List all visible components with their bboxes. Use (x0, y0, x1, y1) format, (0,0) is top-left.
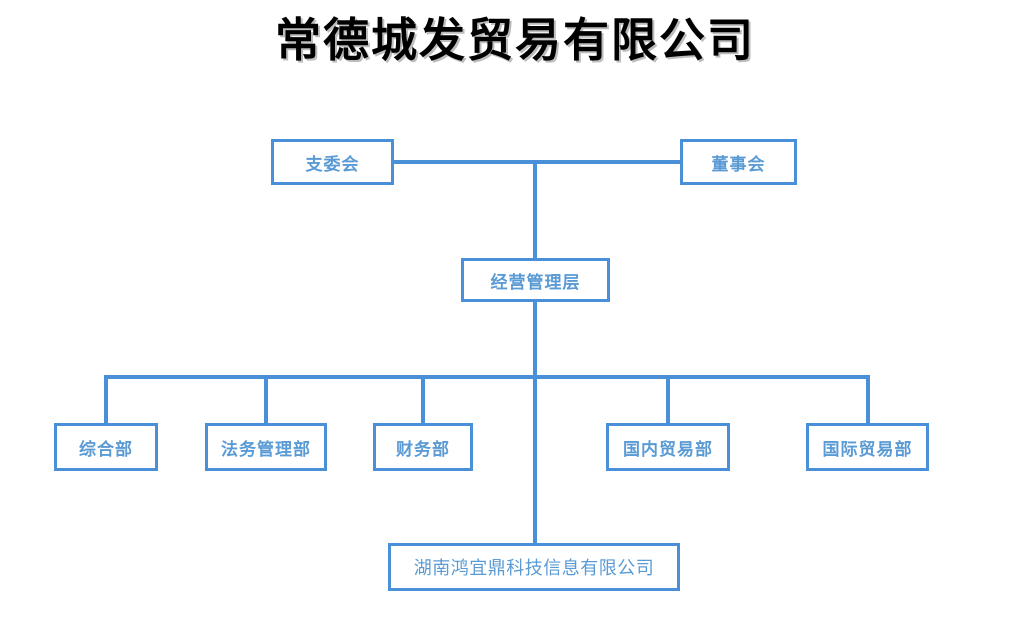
connector-drop-dept-2 (421, 375, 425, 425)
connector-drop-dept-3 (666, 375, 670, 425)
connector-top-to-management (533, 160, 537, 260)
org-node-finance-dept[interactable]: 财务部 (373, 423, 473, 471)
connector-drop-dept-4 (866, 375, 870, 425)
connector-party-to-board (392, 160, 684, 164)
org-node-legal-affairs-dept[interactable]: 法务管理部 (205, 423, 327, 471)
org-node-board-of-directors[interactable]: 董事会 (680, 139, 797, 185)
org-node-party-committee[interactable]: 支委会 (271, 139, 394, 185)
org-node-management-layer[interactable]: 经营管理层 (461, 258, 610, 302)
connector-management-to-departments (533, 300, 537, 379)
connector-drop-dept-1 (264, 375, 268, 425)
connector-drop-dept-0 (104, 375, 108, 425)
org-node-subsidiary-company[interactable]: 湖南鸿宜鼎科技信息有限公司 (388, 543, 680, 591)
org-node-general-affairs-dept[interactable]: 综合部 (54, 423, 158, 471)
org-node-international-trade-dept[interactable]: 国际贸易部 (806, 423, 929, 471)
connector-department-bar (104, 375, 870, 379)
org-node-domestic-trade-dept[interactable]: 国内贸易部 (606, 423, 730, 471)
connector-management-to-subsidiary (533, 375, 537, 545)
page-title: 常德城发贸易有限公司 (275, 15, 755, 66)
